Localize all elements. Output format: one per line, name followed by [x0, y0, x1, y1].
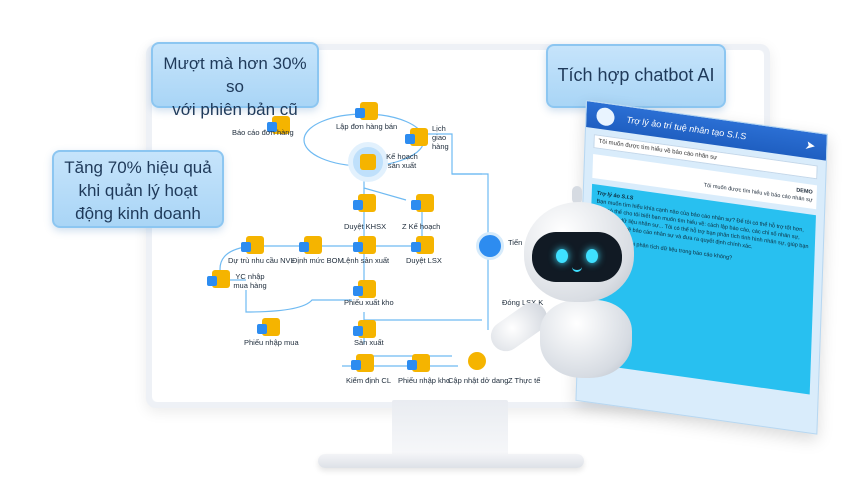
send-icon[interactable]: ➤ — [804, 137, 815, 153]
issue-slip-icon — [353, 280, 376, 298]
bom-icon — [299, 236, 322, 254]
callout-smoother: Mượt mà hơn 30% so với phiên bản cũ — [151, 42, 319, 119]
node-dinh-muc-bom: Định mức BOM — [292, 256, 344, 265]
robot-mouth — [572, 266, 582, 272]
robot-left-eye — [556, 249, 568, 263]
callout-chatbot-text: Tích hợp chatbot AI — [557, 65, 715, 85]
node-dong-lsx: Đóng LSX,K — [502, 298, 544, 307]
callout-efficiency-line3: động kinh doanh — [75, 204, 201, 223]
node-bao-cao-don-hang: Báo cáo đơn hàng — [232, 128, 294, 137]
node-cap-nhat-do-dang: Cập nhật dở dang — [448, 376, 509, 385]
production-icon — [353, 320, 376, 338]
node-z-ke-hoach: Z Kế hoạch — [402, 222, 441, 231]
approve-order-icon — [411, 236, 434, 254]
callout-efficiency-line2: khi quản lý hoạt — [78, 181, 198, 200]
production-order-icon — [353, 236, 376, 254]
sales-order-icon — [355, 102, 378, 120]
robot-antenna — [572, 186, 582, 204]
wip-update-icon — [468, 352, 486, 370]
callout-smoother-line1: Mượt mà hơn 30% so — [163, 54, 307, 96]
callout-smoother-line2: với phiên bản cũ — [172, 100, 298, 119]
quality-check-icon — [351, 354, 374, 372]
node-tien: Tiến — [508, 238, 523, 247]
node-lenh-san-xuat: Lệnh sản xuất — [342, 256, 390, 265]
callout-efficiency: Tăng 70% hiệu quả khi quản lý hoạt động … — [52, 150, 224, 228]
purchase-request-icon — [207, 270, 230, 288]
robot-right-eye — [586, 249, 598, 263]
node-yc-nhap-mua: YC nhập mua hàng — [233, 272, 267, 290]
chatbot-logo-icon — [596, 106, 615, 127]
node-san-xuat: Sản xuất — [354, 338, 384, 347]
node-z-thuc-te: Z Thực tế — [508, 376, 541, 385]
node-duyet-lsx: Duyệt LSX — [406, 256, 442, 265]
report-icon — [267, 116, 290, 134]
progress-icon — [476, 232, 504, 260]
robot-visor — [532, 232, 622, 282]
goods-receipt-icon — [407, 354, 430, 372]
monitor-base — [318, 454, 584, 468]
robot-body — [540, 300, 632, 378]
node-du-tru-nvl: Dự trù nhu cầu NVL — [228, 256, 295, 265]
flow-connectors — [219, 113, 489, 367]
delivery-icon — [405, 128, 428, 146]
node-phieu-nhap-kho: Phiếu nhập kho — [398, 376, 451, 385]
node-duyet-khsx: Duyệt KHSX — [344, 222, 387, 231]
monitor-neck — [392, 400, 508, 458]
purchase-receipt-icon — [257, 318, 280, 336]
production-plan-hub — [348, 142, 388, 182]
z-plan-icon — [411, 194, 434, 212]
node-ke-hoach-san-xuat: Kế hoạch sản xuất — [386, 152, 418, 170]
callout-chatbot: Tích hợp chatbot AI — [546, 44, 726, 108]
callout-efficiency-line1: Tăng 70% hiệu quả — [64, 158, 212, 177]
node-kiem-dinh-cl: Kiểm định CL — [346, 376, 392, 385]
node-phieu-xuat-kho: Phiếu xuất kho — [344, 298, 394, 307]
node-lap-don-hang-ban: Lập đơn hàng bán — [336, 122, 398, 131]
node-phieu-nhap-mua: Phiếu nhập mua — [244, 338, 299, 347]
material-icon — [241, 236, 264, 254]
approve-plan-icon — [353, 194, 376, 212]
node-lich-giao-hang: Lịch giao hàng — [432, 124, 449, 151]
